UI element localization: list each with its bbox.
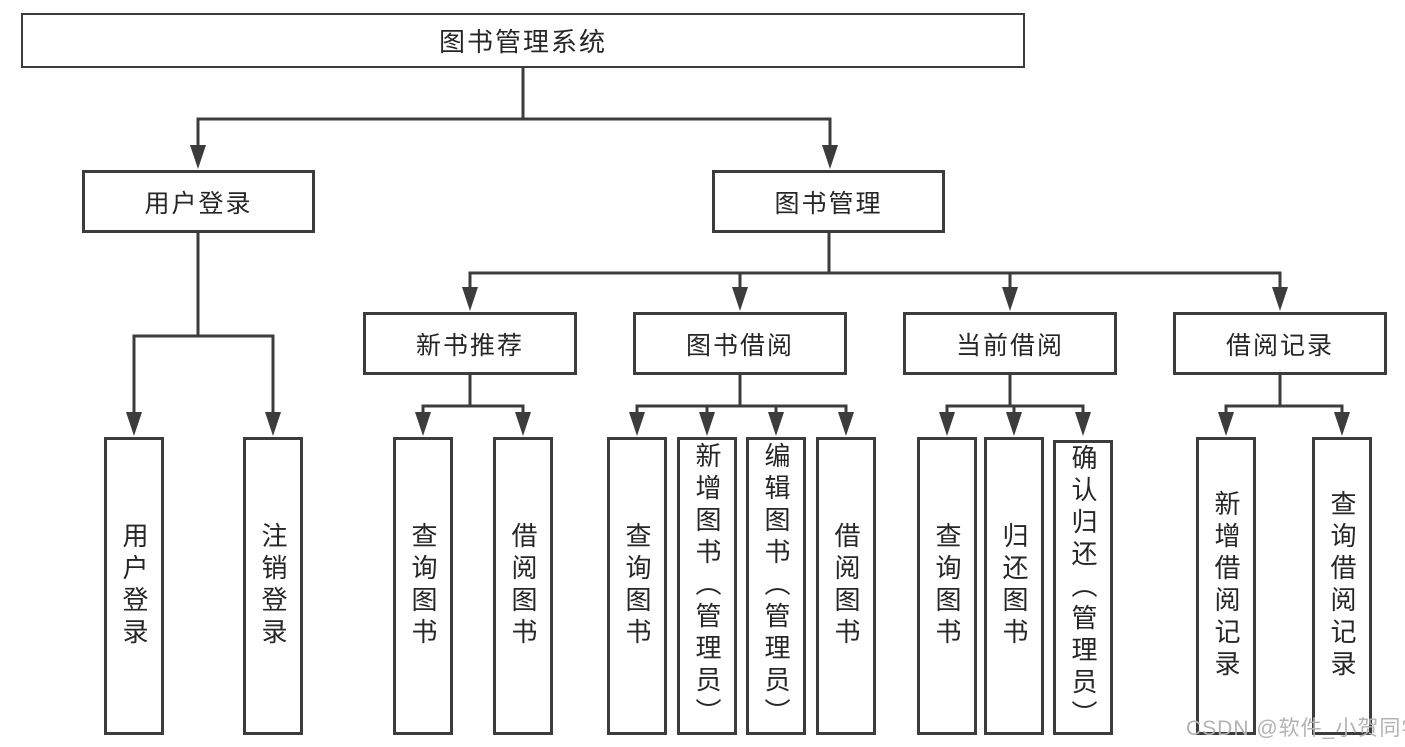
leaf-add-borrowing-record: 新增借阅记录 — [1196, 437, 1256, 735]
leaf-add-books-admin: 新增图书（管理员） — [677, 437, 737, 735]
node-label: 当前借阅 — [955, 331, 1064, 360]
leaf-query-borrowing-record: 查询借阅记录 — [1312, 437, 1372, 735]
node-book-borrowing: 图书借阅 — [633, 312, 847, 375]
watermark-credit: CSDN @软件_小贺同学 — [1186, 717, 1405, 740]
node-library-management-system: 图书管理系统 — [21, 13, 1025, 68]
node-user-login: 用户登录 — [82, 170, 315, 233]
node-label: 注销登录 — [258, 522, 288, 650]
node-new-book-recommendation: 新书推荐 — [363, 312, 577, 375]
node-label: 新书推荐 — [415, 331, 524, 360]
node-label: 编辑图书（管理员） — [761, 442, 791, 730]
leaf-confirm-return-admin: 确认归还（管理员） — [1053, 440, 1113, 735]
node-label: 用户登录 — [144, 189, 253, 218]
node-label: 新增图书（管理员） — [692, 442, 722, 730]
node-label: 借阅图书 — [831, 522, 861, 650]
leaf-query-books-current: 查询图书 — [917, 437, 977, 735]
node-label: 查询借阅记录 — [1327, 490, 1357, 682]
leaf-user-login: 用户登录 — [104, 437, 164, 735]
node-label: 用户登录 — [119, 522, 149, 650]
node-label: 图书借阅 — [685, 331, 794, 360]
node-label: 图书管理系统 — [438, 27, 607, 57]
leaf-query-books-recommend: 查询图书 — [393, 437, 453, 735]
leaf-borrow-books-recommend: 借阅图书 — [493, 437, 553, 735]
node-label: 图书管理 — [774, 189, 883, 218]
node-label: 新增借阅记录 — [1211, 490, 1241, 682]
arrowheads — [126, 145, 1350, 436]
leaf-return-books: 归还图书 — [984, 437, 1044, 735]
leaf-borrow-books-borrowing: 借阅图书 — [816, 437, 876, 735]
leaf-query-books-borrowing: 查询图书 — [607, 437, 667, 735]
node-current-borrowing: 当前借阅 — [903, 312, 1117, 375]
node-label: 查询图书 — [408, 522, 438, 650]
leaf-logout-login: 注销登录 — [243, 437, 303, 735]
node-label: 借阅记录 — [1225, 331, 1334, 360]
node-label: 查询图书 — [622, 522, 652, 650]
leaf-edit-books-admin: 编辑图书（管理员） — [746, 437, 806, 735]
node-label: 确认归还（管理员） — [1068, 443, 1098, 732]
node-label: 查询图书 — [932, 522, 962, 650]
node-book-management: 图书管理 — [712, 170, 945, 233]
node-label: 借阅图书 — [508, 522, 538, 650]
node-label: 归还图书 — [999, 522, 1029, 650]
node-borrowing-records: 借阅记录 — [1173, 312, 1387, 375]
